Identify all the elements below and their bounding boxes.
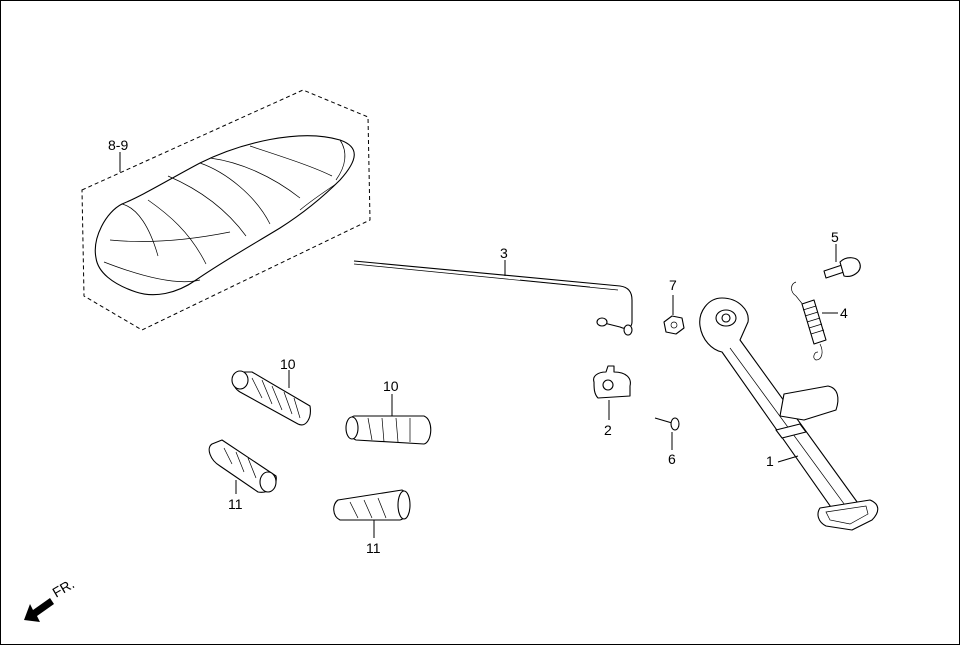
seat-dashed-box (81, 89, 371, 331)
footrest-right: 10 (345, 378, 432, 445)
stand-rod: 3 (353, 245, 633, 336)
grip-left-callout: 11 (228, 496, 243, 512)
direction-label: FR. (50, 575, 78, 600)
grip-right-callout: 11 (366, 540, 381, 556)
bracket: 2 (593, 365, 631, 438)
screw: 6 (654, 417, 680, 467)
seat-callout: 8-9 (108, 137, 128, 153)
bolt-callout: 5 (831, 229, 839, 245)
spring: 4 (791, 281, 848, 361)
footrest-right-callout: 10 (383, 378, 399, 394)
nut: 7 (663, 277, 685, 335)
footrest-left: 10 (231, 356, 311, 426)
grip-right: 11 (333, 489, 411, 556)
arrow-front-icon: FR. (24, 575, 77, 622)
spring-callout: 4 (840, 305, 848, 321)
rod-callout: 3 (500, 245, 508, 261)
seat-assembly: 8-9 (81, 89, 371, 331)
bracket-callout: 2 (604, 422, 612, 438)
side-stand-callout: 1 (766, 453, 774, 469)
seat (94, 135, 355, 296)
grip-left: 11 (208, 439, 277, 512)
footrest-left-callout: 10 (280, 356, 296, 372)
bolt: 5 (823, 229, 861, 279)
nut-callout: 7 (669, 277, 677, 293)
side-stand: 1 (699, 297, 879, 531)
screw-callout: 6 (668, 451, 676, 467)
